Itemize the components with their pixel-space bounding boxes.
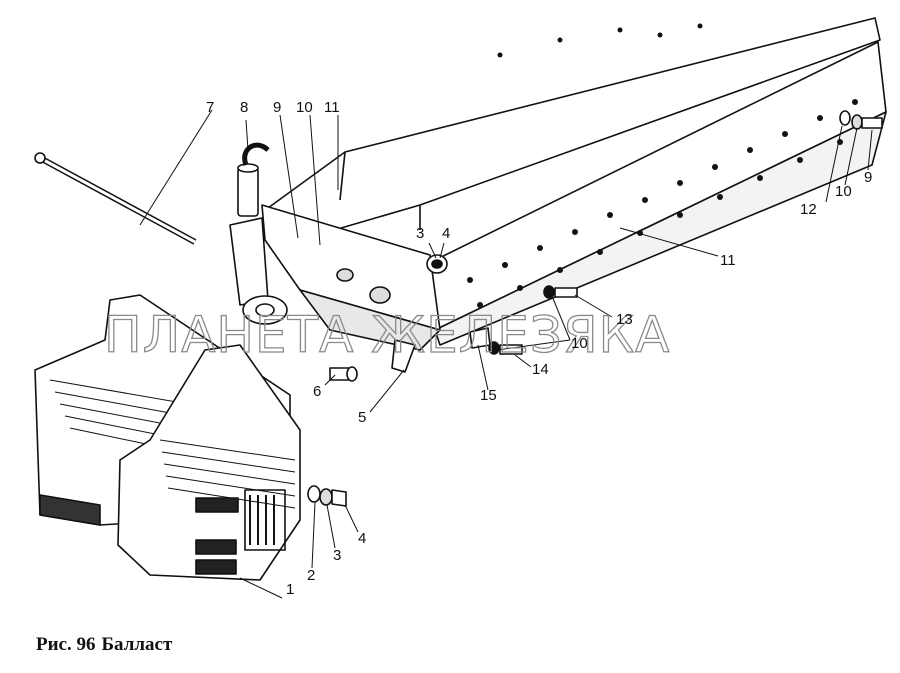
callout-9: 9 (273, 99, 281, 116)
figure-number: Рис. 96 (36, 634, 96, 655)
callout-15: 15 (480, 387, 497, 404)
callout-1: 1 (286, 581, 294, 598)
callout-13: 13 (616, 311, 633, 328)
callout-3b: 3 (416, 225, 424, 242)
callout-4: 4 (358, 530, 366, 547)
callout-4b: 4 (442, 225, 450, 242)
callout-10: 10 (296, 99, 313, 116)
bracket (229, 204, 441, 373)
callout-11: 11 (324, 99, 340, 116)
rod (34, 152, 197, 245)
callout-9b: 9 (864, 169, 872, 186)
callout-10b: 10 (835, 183, 852, 200)
weight-stack-front (117, 344, 301, 581)
callout-6: 6 (313, 383, 321, 400)
callout-12: 12 (800, 201, 817, 218)
callout-numbers: 1 2 3 4 5 6 7 8 9 10 11 3 4 9 10 12 10 1… (206, 99, 872, 598)
callout-3: 3 (333, 547, 341, 564)
leader-lines (139, 109, 873, 599)
watermark: ПЛАНЕТА ЖЕЛЕЗЯКА (104, 306, 670, 364)
callout-5: 5 (358, 409, 366, 426)
callout-14: 14 (532, 361, 549, 378)
rail-holes (467, 23, 858, 308)
callout-10c: 10 (571, 335, 588, 352)
fasteners (307, 110, 883, 507)
pin (237, 142, 270, 217)
callout-7: 7 (206, 99, 214, 116)
callout-2: 2 (307, 567, 315, 584)
callout-8: 8 (240, 99, 248, 116)
callout-11b: 11 (720, 252, 736, 269)
figure-title: Балласт (101, 634, 173, 655)
